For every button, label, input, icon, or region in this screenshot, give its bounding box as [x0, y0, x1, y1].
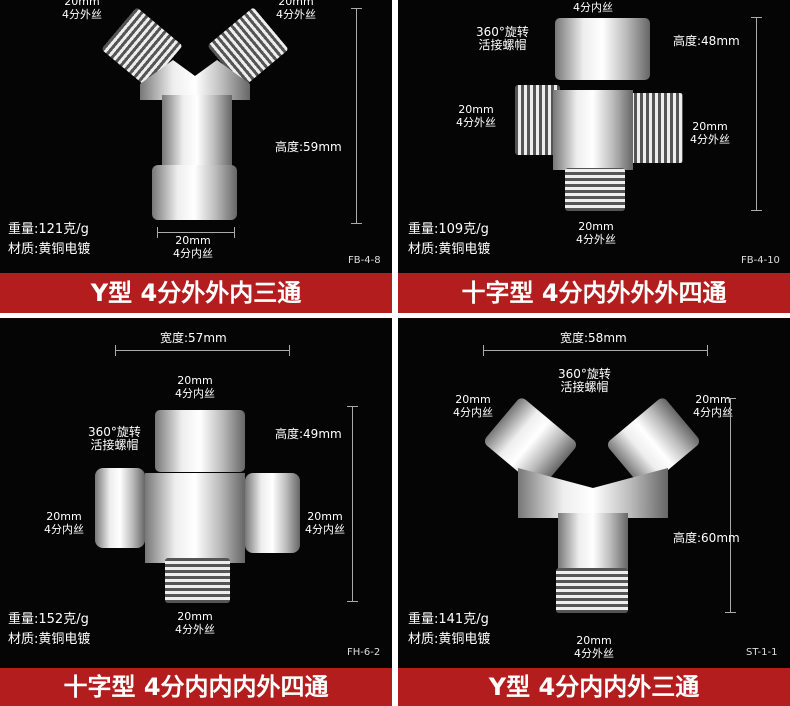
fitting-body: [145, 473, 245, 563]
height-label: 高度:59mm: [275, 140, 342, 154]
swivel-label: 360°旋转活接螺帽: [558, 367, 611, 394]
product-title-banner: Y型 4分外外内三通: [0, 273, 392, 313]
fitting-body: [518, 468, 668, 518]
fitting-stem: [162, 95, 232, 170]
height-line: [347, 406, 358, 602]
fitting-arm-bottom: [565, 168, 625, 211]
hex-nut-top: [155, 410, 245, 472]
width-label: 宽度:58mm: [560, 331, 627, 345]
hex-nut: [555, 18, 650, 80]
product-code: ST-1-1: [746, 647, 778, 658]
height-label: 高度:48mm: [673, 34, 740, 48]
height-line: [351, 8, 362, 224]
product-title-banner: Y型 4分内内外三通: [398, 668, 790, 706]
hex-nut: [152, 165, 237, 220]
width-line: [115, 345, 290, 356]
hex-nut-right: [245, 473, 300, 553]
width-label: 宽度:57mm: [160, 331, 227, 345]
height-line: [751, 17, 762, 211]
fitting-arm-bottom: [556, 568, 628, 613]
swivel-label: 360°旋转活接螺帽: [476, 25, 529, 52]
fitting-arm-right: [628, 93, 683, 163]
height-line: [725, 398, 736, 613]
product-code: FB-4-8: [348, 255, 381, 266]
product-code: FH-6-2: [347, 647, 381, 658]
product-code: FB-4-10: [741, 255, 780, 266]
label-top: 4分内丝: [573, 1, 613, 14]
product-title-banner: 十字型 4分内内内外四通: [0, 668, 392, 706]
fitting-arm-left: [515, 85, 560, 155]
fitting-stem: [558, 513, 628, 573]
swivel-label: 360°旋转活接螺帽: [88, 425, 141, 452]
product-title-banner: 十字型 4分内外外外四通: [398, 273, 790, 313]
height-label: 高度:60mm: [673, 531, 740, 545]
width-line: [483, 345, 708, 356]
fitting-arm-bottom: [165, 558, 230, 603]
width-line: [157, 227, 235, 238]
height-label: 高度:49mm: [275, 427, 342, 441]
hex-nut-left: [95, 468, 145, 548]
fitting-body: [553, 90, 633, 170]
